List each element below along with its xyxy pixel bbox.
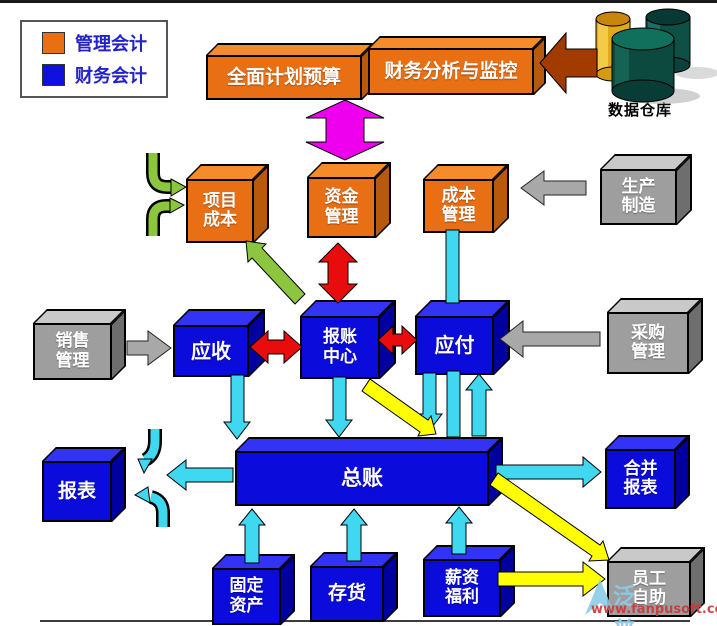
legend-swatch-blue: [42, 64, 65, 86]
node-label: 总账: [341, 465, 383, 490]
legend-swatch-orange: [42, 32, 65, 54]
node-label: 制造: [621, 196, 656, 216]
legend-item-management: 管理会计: [42, 30, 166, 56]
arrow-production-to-cost: [520, 170, 587, 206]
node-label: 福利: [445, 587, 479, 607]
arrow-green-hook-top: [146, 153, 188, 197]
cylinder-teal-back: [645, 8, 691, 74]
node-label: 全面计划预算: [226, 65, 341, 88]
node-label: 应收: [191, 338, 231, 363]
node-label: 生产: [621, 176, 656, 197]
node-receivable: 应收: [173, 325, 249, 377]
node-cost-management: 成本 管理: [423, 179, 494, 233]
node-employee-self-service: 员工 自助: [607, 561, 691, 617]
node-label: 报表: [57, 479, 96, 502]
arrow-fund-billing-double: [317, 242, 359, 304]
node-billing-center: 报账 中心: [300, 316, 380, 379]
arrow-cyan-hook-top: [137, 429, 162, 475]
node-financial-analysis: 财务分析与监控: [368, 48, 534, 95]
node-sales: 销售 管理: [33, 323, 112, 380]
node-label: 报表: [623, 478, 658, 498]
node-reports: 报表: [42, 461, 112, 522]
arrow-warehouse-to-analysis: [539, 31, 598, 95]
node-project-cost: 项目 成本: [186, 179, 254, 243]
data-warehouse-label: 数据仓库: [608, 101, 673, 119]
node-general-ledger: 总账: [235, 451, 489, 506]
arrow-planning-fund-double: [305, 99, 385, 161]
connector-cost-to-payable: [445, 229, 460, 304]
node-planning-budget: 全面计划预算: [206, 55, 362, 100]
node-label: 中心: [323, 346, 357, 367]
node-consolidated-reports: 合并 报表: [605, 449, 676, 509]
node-label: 应付: [434, 333, 475, 358]
cylinder-shadow: [675, 67, 717, 79]
node-production: 生产 制造: [600, 169, 677, 225]
node-label: 薪资: [445, 567, 479, 588]
node-label: 管理: [631, 342, 665, 362]
node-label: 销售: [55, 331, 90, 352]
node-label: 管理: [441, 205, 476, 225]
node-label: 自助: [632, 588, 666, 608]
node-label: 成本: [441, 185, 476, 206]
node-payroll: 薪资 福利: [423, 559, 501, 617]
legend-label: 财务会计: [75, 66, 147, 87]
node-procurement: 采购 管理: [607, 312, 689, 374]
node-label: 财务分析与监控: [384, 59, 518, 82]
node-label: 合并: [623, 458, 658, 479]
arrow-receivable-to-ledger: [222, 374, 252, 440]
arrow-billing-to-ledger: [324, 376, 354, 438]
legend-item-finance: 财务会计: [42, 62, 166, 88]
node-label: 管理: [324, 206, 359, 227]
node-inventory: 存货: [310, 566, 384, 622]
node-label: 资金: [324, 187, 359, 208]
arrow-ledger-to-reports: [166, 458, 234, 492]
arrow-sales-to-receivable: [126, 330, 172, 366]
arrow-procurement-to-payable: [499, 319, 601, 359]
cylinder-teal-front: [611, 27, 675, 103]
node-label: 采购: [631, 322, 665, 343]
arrow-cyan-hook-bottom: [133, 486, 170, 527]
node-label: 项目: [203, 190, 237, 211]
data-warehouse-icon: [595, 8, 717, 104]
node-label: 报账: [323, 327, 357, 348]
connector-payable-ledger-bar: [446, 370, 461, 438]
node-label: 管理: [55, 350, 90, 371]
node-label: 资产: [229, 595, 264, 616]
arrow-ledger-to-consolidated: [495, 455, 602, 489]
arrow-yellow-to-ledger: [361, 378, 437, 437]
node-label: 固定: [229, 576, 264, 597]
arrow-billing-to-project-cost: [245, 240, 306, 305]
node-label: 存货: [327, 582, 366, 605]
legend-box: 管理会计 财务会计: [20, 20, 168, 98]
node-label: 成本: [203, 210, 237, 230]
node-fund-management: 资金 管理: [307, 177, 376, 238]
arrow-ledger-to-payable-up: [464, 373, 494, 437]
arrow-green-hook-bottom: [146, 197, 186, 236]
node-fixed-assets: 固定 资产: [212, 568, 281, 625]
cylinder-yellow: [595, 11, 631, 82]
arrow-payable-to-ledger: [414, 372, 444, 432]
node-payable: 应付: [415, 316, 494, 375]
node-label: 员工: [632, 568, 666, 589]
legend-label: 管理会计: [75, 34, 147, 55]
